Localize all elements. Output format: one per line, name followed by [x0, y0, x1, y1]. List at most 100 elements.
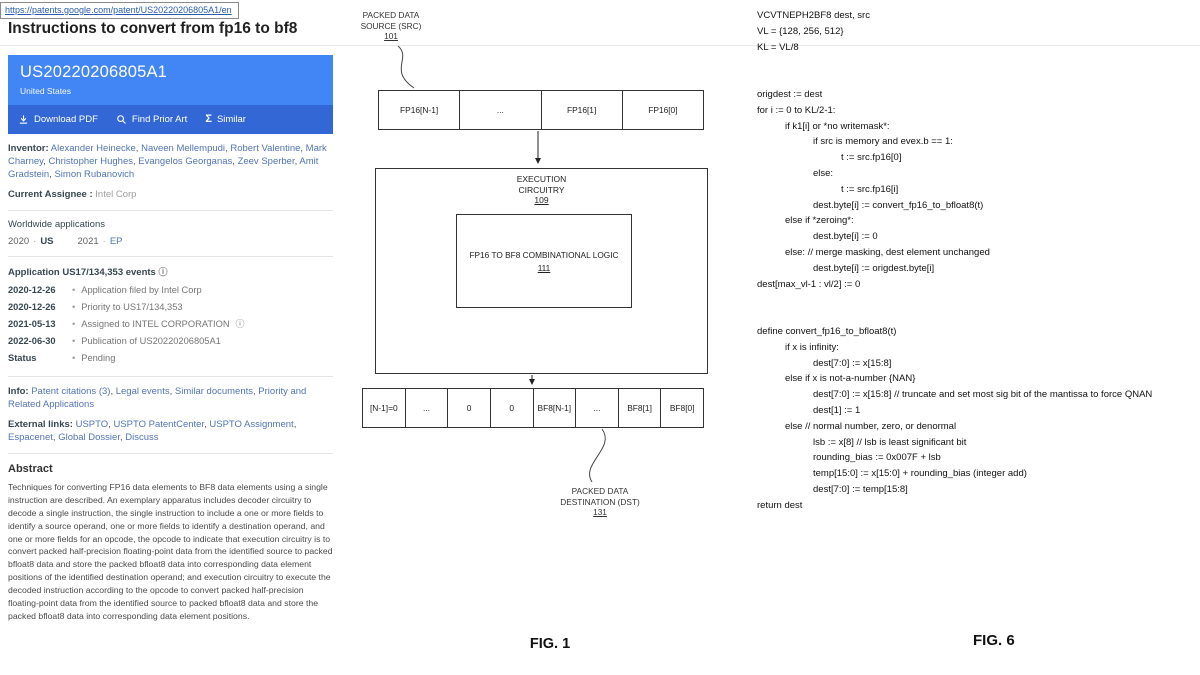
assignee-value: Intel Corp [95, 189, 137, 200]
inventor-link[interactable]: Zeev Sperber [237, 156, 295, 167]
code-line [757, 55, 1197, 71]
timeline-row: 2020-12-26•Application filed by Intel Co… [8, 282, 333, 299]
inventor-link[interactable]: Mark Charney [8, 143, 327, 167]
separator-dot: · [33, 236, 37, 247]
dest-connector-squiggle [589, 428, 606, 483]
abstract-section: Abstract Techniques for converting FP16 … [8, 454, 333, 632]
code-line: t := src.fp16[i] [841, 183, 899, 195]
info-icon[interactable]: ⓘ [158, 267, 168, 277]
code-line: else: [813, 167, 834, 179]
info-link[interactable]: Priority and Related Applications [8, 386, 307, 410]
inventor-section: Inventor: Alexander Heinecke, Naveen Mel… [8, 134, 333, 211]
events-header: Application US17/134,353 events ⓘ [8, 265, 333, 278]
dest-cell: BF8[1] [617, 388, 662, 428]
find-prior-art-button[interactable]: Find Prior Art [116, 114, 187, 125]
timeline-date: 2020-12-26 [8, 302, 56, 312]
external-link[interactable]: USPTO [75, 419, 109, 430]
code-line: origdest := dest [757, 88, 823, 100]
ref-101: 101 [384, 31, 398, 41]
similar-button[interactable]: Σ Similar [205, 114, 246, 126]
download-pdf-label: Download PDF [34, 114, 98, 125]
code-line: for i := 0 to KL/2-1: [757, 104, 836, 116]
worldwide-item: 2021·EP [78, 236, 123, 247]
events-label: Application US17/134,353 events [8, 267, 156, 278]
code-line: if src is memory and evex.b == 1: [813, 136, 953, 148]
code-line: dest[7:0] := x[15:8] [813, 357, 892, 369]
bullet-separator: • [72, 336, 76, 346]
find-prior-art-label: Find Prior Art [131, 114, 188, 125]
external-link[interactable]: USPTO PatentCenter [113, 419, 205, 430]
inventor-link[interactable]: Simon Rubanovich [54, 169, 135, 180]
abstract-text: Techniques for converting FP16 data elem… [8, 482, 333, 621]
source-cell: FP16[N-1] [378, 90, 461, 130]
inventor-link[interactable]: Evangelos Georganas [138, 156, 233, 167]
status-bar-url: https://patents.google.com/patent/US2022… [0, 2, 239, 19]
dest-label: PACKED DATA DESTINATION (DST) 131 [540, 486, 660, 518]
similar-label: Similar [216, 114, 246, 125]
source-cell: FP16[1] [540, 90, 623, 130]
inventor-line: Inventor: Alexander Heinecke, Naveen Mel… [8, 142, 333, 181]
fig6-caption: FIG. 6 [973, 632, 1015, 649]
code-line: t := src.fp16[0] [841, 152, 902, 164]
code-line: dest.byte[i] := convert_fp16_to_bfloat8(… [813, 199, 984, 211]
code-line [757, 308, 1197, 324]
code-line: dest.byte[i] := origdest.byte[i] [813, 262, 935, 274]
code-line: dest[max_vl-1 : vl/2] := 0 [757, 278, 861, 290]
worldwide-year: 2020 [8, 236, 30, 247]
timeline-row: 2021-05-13•Assigned to INTEL CORPORATION… [8, 316, 333, 333]
code-line: else // normal number, zero, or denormal [785, 420, 957, 432]
external-link[interactable]: Global Dossier [58, 432, 120, 443]
code-line: else if x is not-a-number {NAN} [785, 373, 916, 385]
worldwide-year: 2021 [77, 236, 99, 247]
code-line: if x is infinity: [785, 341, 839, 353]
code-line: define convert_fp16_to_bfloat8(t) [757, 325, 897, 337]
timeline-text: Publication of US20220206805A1 [81, 336, 221, 346]
header-divider [0, 45, 1200, 46]
exec-label-line1: EXECUTION [516, 174, 567, 184]
inventor-link[interactable]: Amit Gradstein [8, 156, 319, 180]
dest-cell: BF8[0] [660, 388, 704, 428]
code-line: dest.byte[i] := 0 [813, 231, 878, 243]
download-pdf-button[interactable]: Download PDF [18, 114, 98, 125]
dest-cell: 0 [447, 388, 491, 428]
timeline-date: 2022-06-30 [8, 336, 56, 346]
events-section: Application US17/134,353 events ⓘ 2020-1… [8, 257, 333, 377]
timeline-text: Priority to US17/134,353 [81, 302, 183, 312]
info-label: Info: [8, 386, 29, 397]
worldwide-region-link[interactable]: EP [109, 236, 123, 247]
timeline-date: 2020-12-26 [8, 285, 56, 295]
info-link[interactable]: Legal events [115, 386, 170, 397]
worldwide-list: 2020·US 2021·EP [8, 236, 333, 247]
info-link[interactable]: Similar documents [174, 386, 254, 397]
ref-131: 131 [593, 507, 607, 517]
info-link[interactable]: Patent citations (3) [31, 386, 111, 397]
dest-cell: 0 [489, 388, 534, 428]
timeline-row: Status•Pending [8, 350, 333, 367]
fig1-caption: FIG. 1 [529, 636, 571, 652]
assignee-line: Current Assignee : Intel Corp [8, 188, 333, 201]
external-link[interactable]: USPTO Assignment [209, 419, 294, 430]
dest-cell: [N-1]=0 [362, 388, 406, 428]
external-link[interactable]: Espacenet [8, 432, 53, 443]
external-links-line: External links: USPTO, USPTO PatentCente… [8, 418, 333, 444]
inventor-link[interactable]: Naveen Mellempudi [141, 143, 226, 154]
page-title: Instructions to convert from fp16 to bf8 [8, 20, 298, 37]
timeline-date: Status [8, 353, 37, 363]
source-connector-squiggle [397, 45, 415, 89]
url-text[interactable]: https://patents.google.com/patent/US2022… [5, 5, 232, 15]
inventor-link[interactable]: Christopher Hughes [48, 156, 133, 167]
inventor-links: Alexander Heinecke, Naveen Mellempudi, R… [8, 143, 327, 180]
inventor-link[interactable]: Alexander Heinecke [50, 143, 136, 154]
code-line: dest[7:0] := temp[15:8] [813, 483, 908, 495]
inventor-link[interactable]: Robert Valentine [230, 143, 301, 154]
worldwide-region-link[interactable]: US [40, 236, 54, 247]
execution-circuitry-box: EXECUTION CIRCUITRY 109 FP16 TO BF8 COMB… [375, 168, 708, 374]
external-link[interactable]: Discuss [125, 432, 159, 443]
source-cell: ... [459, 90, 542, 130]
info-icon[interactable]: ⓘ [235, 319, 245, 329]
info-links: Patent citations (3), Legal events, Simi… [8, 386, 307, 410]
dest-label-line2: DESTINATION (DST) [560, 496, 640, 507]
dest-label-line1: PACKED DATA [571, 486, 629, 496]
dest-cell: BF8[N-1] [532, 388, 577, 428]
